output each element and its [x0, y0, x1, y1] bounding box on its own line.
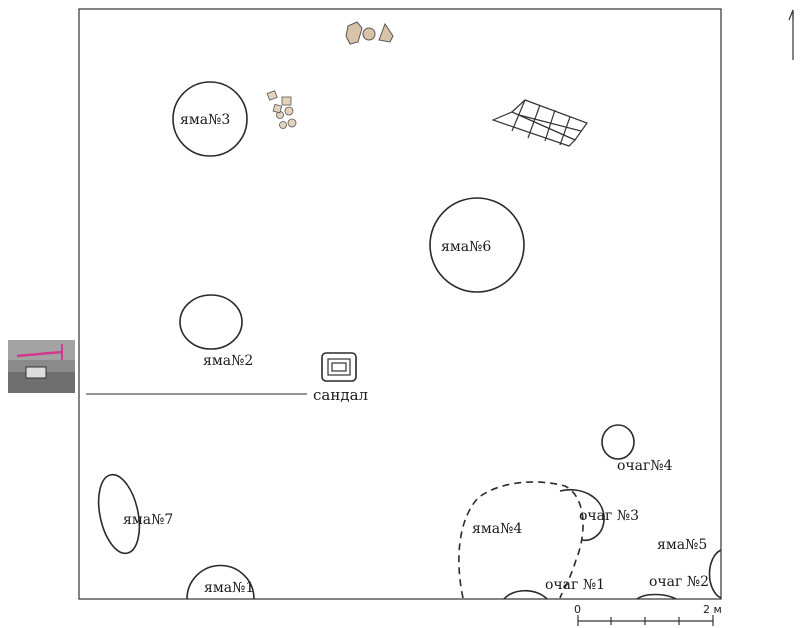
- label-hearth-4: очаг№4: [617, 458, 673, 474]
- hearth-1: [503, 589, 548, 600]
- pit-1: [186, 564, 255, 600]
- scale-bar: 0 2 м: [574, 603, 722, 626]
- label-hearth-1: очаг №1: [545, 577, 605, 593]
- label-pit-2: яма№2: [203, 353, 253, 369]
- brick-structure: [491, 99, 588, 147]
- label-hearth-2: очаг №2: [649, 574, 709, 590]
- scale-label-end: 2 м: [703, 603, 722, 616]
- pit-3: [172, 81, 248, 157]
- stones-cluster: [266, 90, 297, 129]
- sandal-feature: [321, 352, 357, 382]
- pit-5: [708, 549, 722, 599]
- stones-top: [345, 21, 394, 45]
- pit-7: [97, 473, 141, 555]
- pit-2: [179, 294, 243, 350]
- pit-6: [429, 197, 525, 293]
- hearth-3: [559, 489, 605, 542]
- label-pit-7: яма№7: [123, 512, 173, 528]
- hearth-2: [636, 593, 677, 600]
- excavation-boundary: [78, 8, 722, 600]
- label-pit-3: яма№3: [180, 112, 230, 128]
- label-pit-5: яма№5: [657, 537, 707, 553]
- label-pit-6: яма№6: [441, 239, 491, 255]
- label-pit-1: яма№1: [204, 580, 254, 596]
- label-hearth-3: очаг №3: [579, 508, 639, 524]
- hearth-4: [601, 424, 635, 460]
- north-arrow-icon: [788, 9, 794, 60]
- scale-label-zero: 0: [574, 603, 581, 616]
- label-pit-4: яма№4: [472, 521, 522, 537]
- section-photo-thumbnail: [8, 340, 75, 393]
- label-sandal: сандал: [313, 386, 368, 404]
